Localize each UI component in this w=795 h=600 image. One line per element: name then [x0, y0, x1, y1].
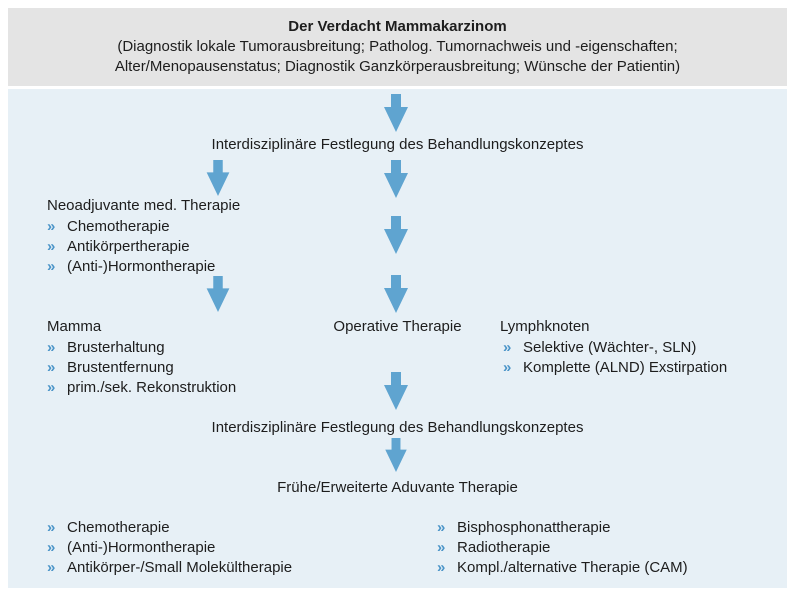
neoadjuvant-title: Neoadjuvante med. Therapie: [47, 197, 241, 214]
double-chevron-icon: »: [47, 339, 56, 356]
double-chevron-icon: »: [47, 519, 56, 536]
list-item-label: Brustentfernung: [67, 359, 174, 376]
list-item-label: Bisphosphonattherapie: [457, 519, 611, 536]
diagram-subtitle-line2: Alter/Menopausenstatus; Diagnostik Ganzk…: [114, 58, 681, 75]
double-chevron-icon: »: [47, 258, 56, 275]
down-arrow-icon: [385, 438, 407, 472]
double-chevron-icon: »: [47, 218, 56, 235]
double-chevron-icon: »: [503, 359, 512, 376]
diagram-subtitle-line1: (Diagnostik lokale Tumorausbreitung; Pat…: [117, 38, 678, 55]
list-item-label: Komplette (ALND) Exstirpation: [523, 359, 728, 376]
lymph-title: Lymphknoten: [500, 318, 590, 335]
list-item-label: Brusterhaltung: [67, 339, 165, 356]
double-chevron-icon: »: [437, 559, 446, 576]
adjuvant-title: Frühe/Erweiterte Aduvante Therapie: [277, 479, 518, 496]
double-chevron-icon: »: [503, 339, 512, 356]
down-arrow-icon: [206, 160, 230, 196]
list-item: » (Anti-)Hormontherapie: [47, 539, 215, 557]
list-item: » Chemotherapie: [47, 218, 170, 236]
double-chevron-icon: »: [47, 379, 56, 396]
mamma-title: Mamma: [47, 318, 102, 335]
down-arrow-icon: [384, 275, 408, 313]
header-box: Der Verdacht Mammakarzinom (Diagnostik l…: [8, 8, 787, 86]
list-item-label: Chemotherapie: [67, 519, 170, 536]
step-interdisciplinary-2: Interdisziplinäre Festlegung des Behandl…: [211, 419, 584, 436]
double-chevron-icon: »: [47, 238, 56, 255]
list-item: » (Anti-)Hormontherapie: [47, 258, 215, 276]
list-item-label: (Anti-)Hormontherapie: [67, 258, 216, 275]
double-chevron-icon: »: [47, 539, 56, 556]
list-item-label: prim./sek. Rekonstruktion: [67, 379, 237, 396]
down-arrow-icon: [384, 160, 408, 198]
list-item: » Bisphosphonattherapie: [437, 519, 610, 537]
down-arrow-icon: [384, 216, 408, 254]
list-item-label: Selektive (Wächter-, SLN): [523, 339, 697, 356]
down-arrow-icon: [384, 94, 408, 132]
list-item-label: Radiotherapie: [457, 539, 551, 556]
down-arrow-icon: [384, 372, 408, 410]
list-item: » Komplette (ALND) Exstirpation: [503, 359, 727, 377]
double-chevron-icon: »: [437, 539, 446, 556]
list-item: » Chemotherapie: [47, 519, 170, 537]
list-item: » Brusterhaltung: [47, 339, 165, 357]
list-item: » Antikörpertherapie: [47, 238, 190, 256]
list-item-label: (Anti-)Hormontherapie: [67, 539, 216, 556]
double-chevron-icon: »: [437, 519, 446, 536]
list-item: » Radiotherapie: [437, 539, 550, 557]
double-chevron-icon: »: [47, 559, 56, 576]
list-item-label: Antikörper-/Small Molekültherapie: [67, 559, 293, 576]
list-item: » Kompl./alternative Therapie (CAM): [437, 559, 688, 577]
diagram-title: Der Verdacht Mammakarzinom: [288, 18, 507, 35]
operative-title: Operative Therapie: [333, 318, 462, 335]
list-item: » Antikörper-/Small Molekültherapie: [47, 559, 292, 577]
down-arrow-icon: [206, 276, 230, 312]
list-item: » prim./sek. Rekonstruktion: [47, 379, 236, 397]
list-item-label: Chemotherapie: [67, 218, 170, 235]
double-chevron-icon: »: [47, 359, 56, 376]
list-item-label: Kompl./alternative Therapie (CAM): [457, 559, 688, 576]
list-item: » Brustentfernung: [47, 359, 174, 377]
step-interdisciplinary-1: Interdisziplinäre Festlegung des Behandl…: [211, 136, 584, 153]
list-item-label: Antikörpertherapie: [67, 238, 190, 255]
list-item: » Selektive (Wächter-, SLN): [503, 339, 696, 357]
